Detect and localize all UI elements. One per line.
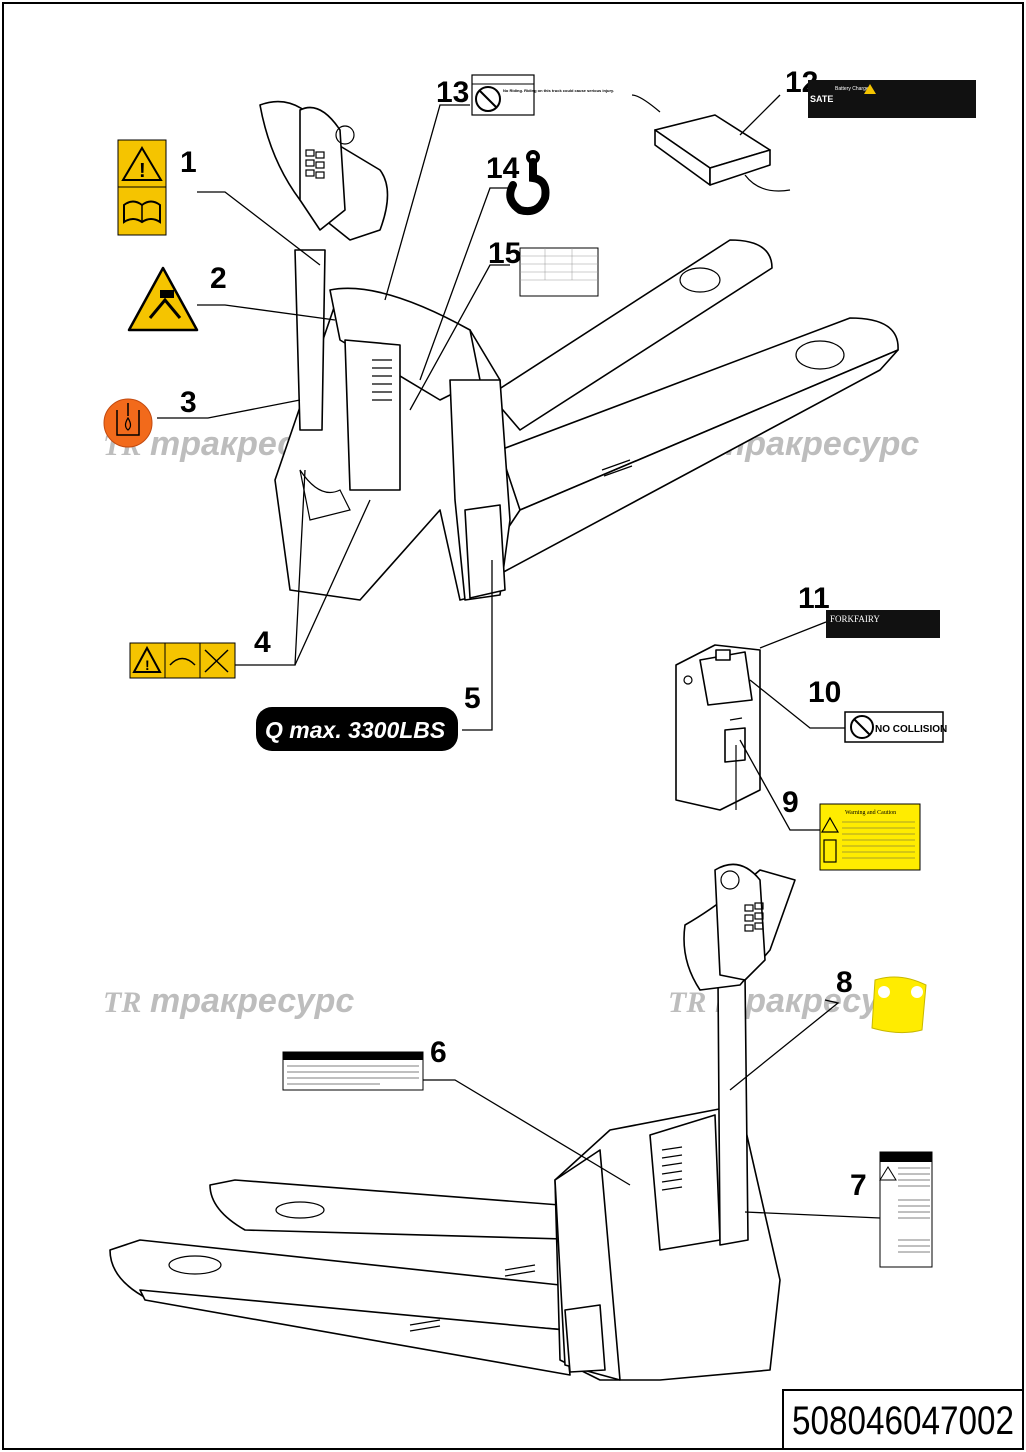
- svg-text:!: !: [145, 657, 150, 673]
- callout-2: 2: [210, 262, 227, 295]
- callout-10: 10: [808, 676, 841, 709]
- label-14-lifting-hook: [506, 150, 550, 216]
- callout-5: 5: [464, 682, 481, 715]
- charger-label-title: Battery Charger: [835, 86, 871, 92]
- label-2-crush-hazard: [127, 266, 199, 332]
- forkfairy-brand: FORKFAIRY: [830, 614, 880, 624]
- no-riding-text: No Riding. Riding on this truck could ca…: [503, 88, 614, 93]
- label-15-nameplate: [519, 247, 599, 297]
- pallet-truck-top: [259, 100, 899, 601]
- pallet-truck-bottom: [109, 863, 796, 1381]
- label-1-read-manual: !: [117, 139, 167, 236]
- callout-9: 9: [782, 786, 799, 819]
- part-number: 508046047002: [792, 1399, 1014, 1443]
- svg-text:тракресурс: тракресурс: [150, 982, 354, 1020]
- label-12-charger-label: SATE Battery Charger: [808, 80, 976, 118]
- svg-text:SATE: SATE: [810, 94, 833, 104]
- callout-15: 15: [488, 237, 521, 270]
- label-4-warning-strip: !: [129, 642, 236, 679]
- callout-13: 13: [436, 76, 469, 109]
- label-6-electrical-warning: [282, 1051, 424, 1091]
- warning-caution-title: Warning and Caution: [845, 810, 896, 816]
- callout-numbers: 1 2 3 4 5 6 7 8 9 10 11 12 13 14 15: [180, 66, 867, 1202]
- callout-7: 7: [850, 1169, 867, 1202]
- label-3-hydraulic-oil: [103, 398, 153, 448]
- label-13-no-riding: No Riding. Riding on this truck could ca…: [471, 74, 614, 116]
- capacity-text: Q max. 3300LBS: [265, 717, 446, 743]
- label-11-battery-nameplate: FORKFAIRY: [826, 610, 940, 638]
- battery-pack: [675, 644, 761, 811]
- callout-8: 8: [836, 966, 853, 999]
- callout-11: 11: [798, 582, 830, 615]
- part-number-box: 508046047002: [782, 1389, 1024, 1450]
- battery-charger: [631, 94, 791, 192]
- callout-1: 1: [180, 146, 197, 179]
- label-9-warning-caution: Warning and Caution: [819, 803, 921, 871]
- callout-6: 6: [430, 1036, 447, 1069]
- label-10-no-collision: NO COLLISION: [844, 711, 947, 743]
- label-7-operation-warning: [879, 1151, 933, 1268]
- svg-text:!: !: [139, 160, 146, 182]
- watermark-3: TR тракресурс: [103, 982, 354, 1020]
- callout-3: 3: [180, 386, 197, 419]
- svg-text:TR: TR: [103, 986, 141, 1019]
- callout-4: 4: [254, 626, 271, 659]
- leader-lines: [157, 94, 881, 1219]
- svg-text:TR: TR: [668, 986, 706, 1019]
- label-5-capacity-plate: Q max. 3300LBS: [256, 707, 458, 751]
- callout-14: 14: [486, 152, 520, 185]
- label-8-yellow-plate: [871, 976, 927, 1034]
- no-collision-text: NO COLLISION: [875, 724, 947, 735]
